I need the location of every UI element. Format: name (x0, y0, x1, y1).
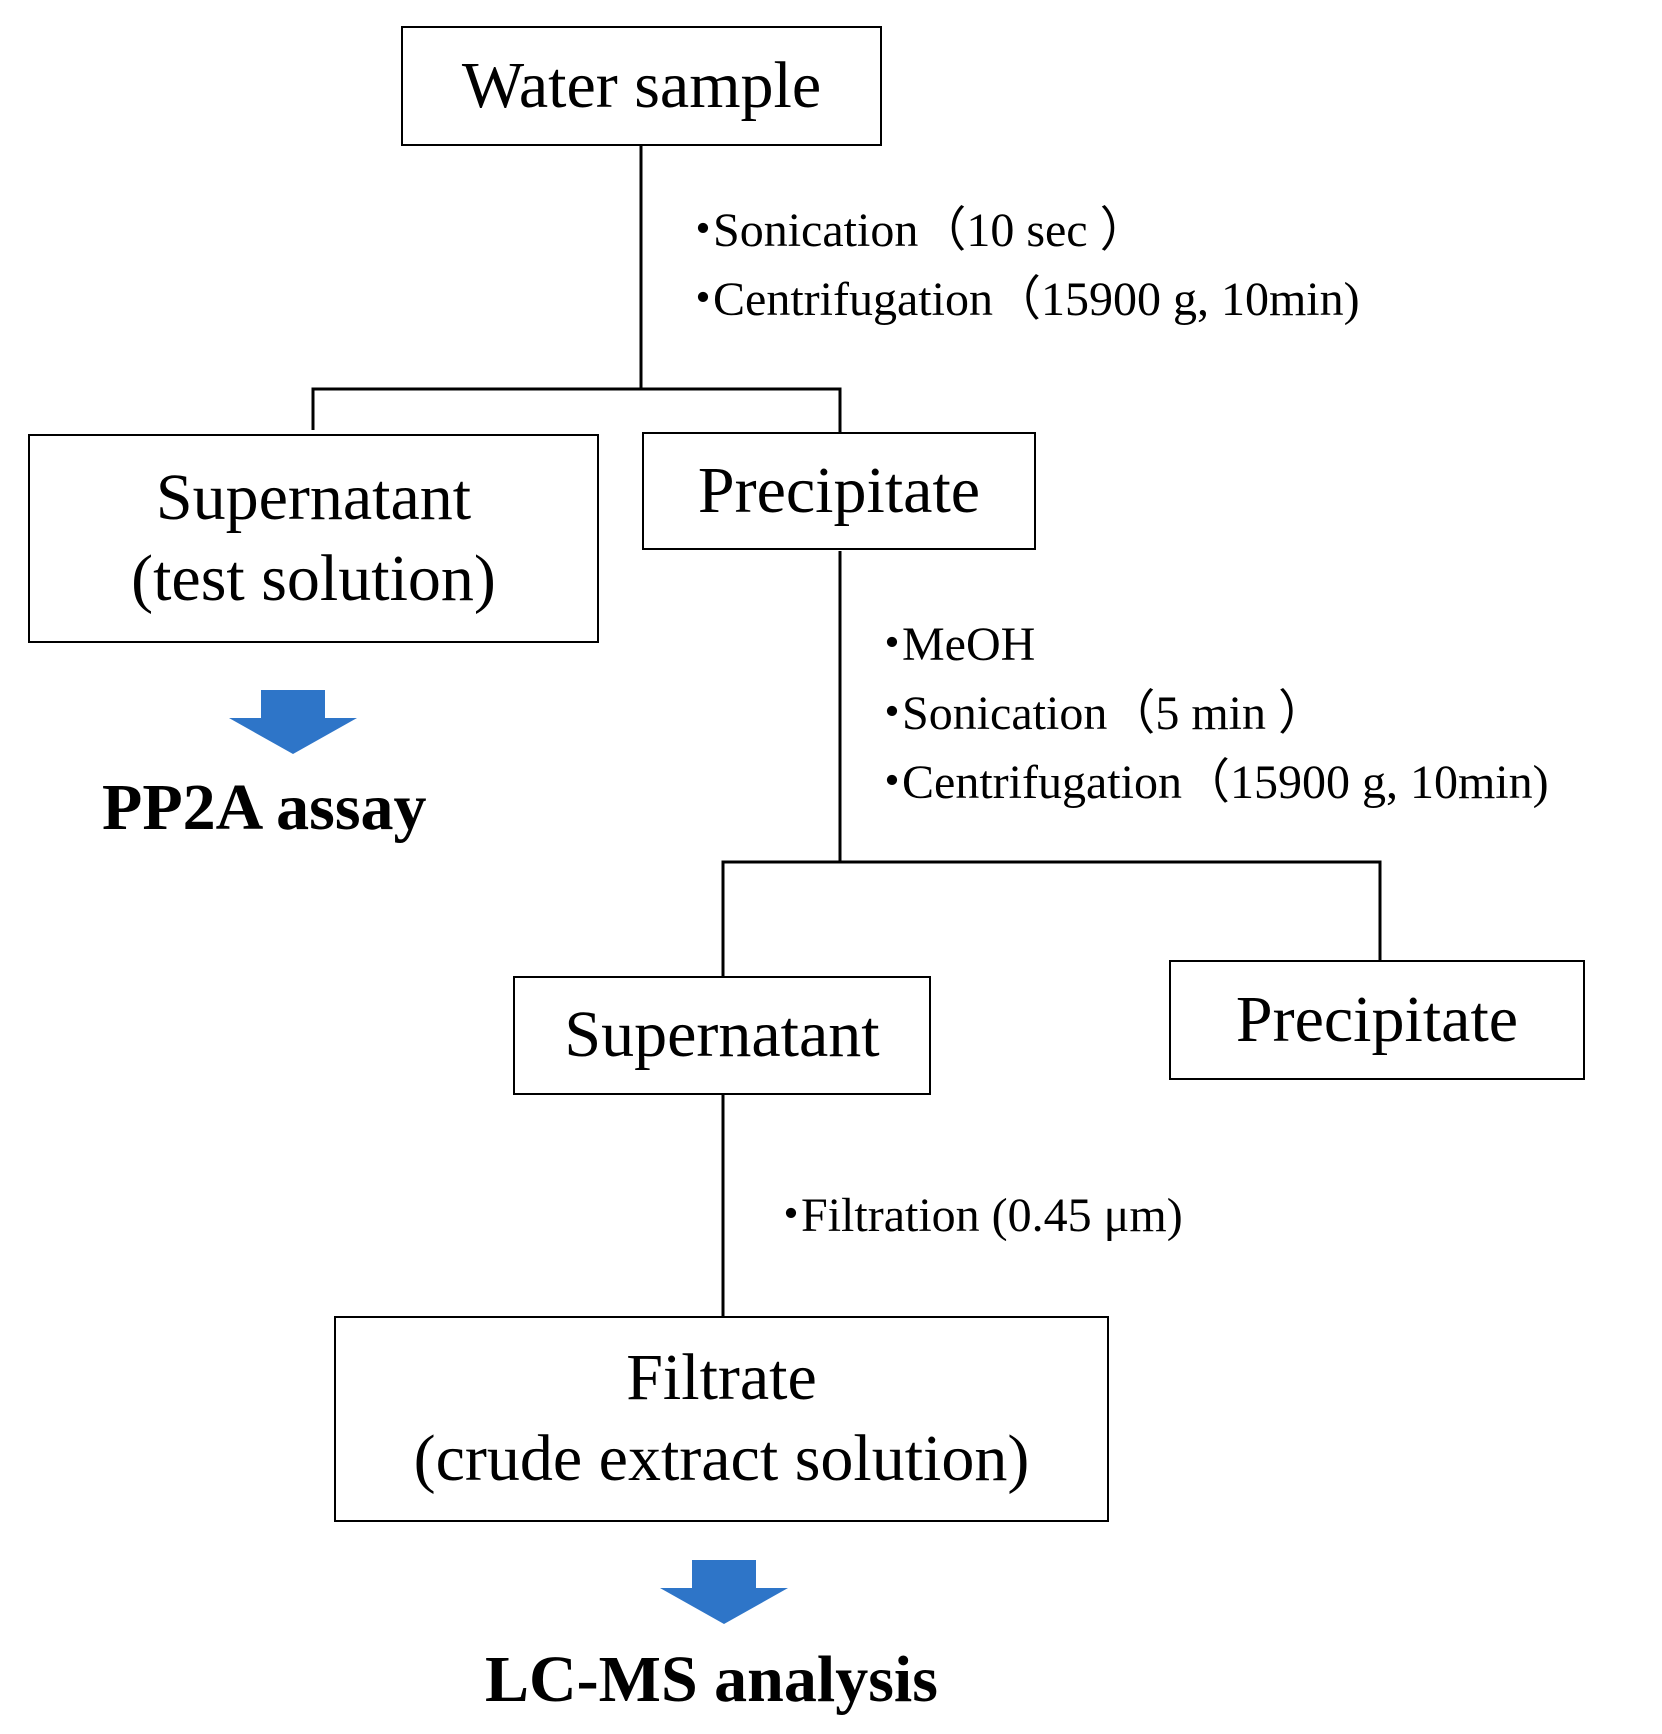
supernatant-label: Supernatant (155, 460, 472, 534)
filtrate-box: Filtrate (crude extract solution) (334, 1316, 1109, 1522)
supernatant-test-solution-box: Supernatant (test solution) (28, 434, 599, 643)
precipitate-label: Precipitate (1235, 982, 1519, 1056)
step-item: ・ Sonication（5 min ） (860, 679, 1549, 748)
crude-extract-label: (crude extract solution) (413, 1422, 1030, 1495)
down-arrow-icon (229, 690, 357, 754)
supernatant-label: Supernatant (564, 998, 880, 1072)
step-text: Filtration (0.45 μm) (801, 1189, 1183, 1242)
precipitate-label: Precipitate (697, 453, 981, 527)
bullet: ・ (767, 1189, 816, 1242)
step-list-2: ・ MeOH ・ Sonication（5 min ） ・ Centrifuga… (860, 610, 1549, 817)
pp2a-assay-label: PP2A assay (102, 771, 427, 844)
step-list-3: ・ Filtration (0.45 μm) (759, 1181, 1183, 1250)
water-sample-box: Water sample (401, 26, 882, 146)
step-text: Sonication（5 min ） (902, 687, 1326, 740)
supernatant-box-2: Supernatant (513, 976, 931, 1095)
step-text: Sonication（10 sec ） (713, 204, 1148, 257)
filtrate-label: Filtrate (626, 1341, 817, 1415)
precipitate-box-2: Precipitate (1169, 960, 1585, 1080)
bullet: ・ (868, 687, 917, 740)
step-list-1: ・ Sonication（10 sec ） ・ Centrifugation（1… (671, 196, 1360, 334)
step-text: Centrifugation（15900 g, 10min) (902, 756, 1549, 809)
bullet: ・ (679, 204, 728, 257)
step-item: ・ Sonication（10 sec ） (671, 196, 1360, 265)
water-sample-label: Water sample (461, 48, 822, 122)
lcms-analysis-label: LC-MS analysis (485, 1643, 938, 1716)
step-text: Centrifugation（15900 g, 10min) (713, 273, 1360, 326)
step-item: ・ Filtration (0.45 μm) (759, 1181, 1183, 1250)
down-arrow-icon (660, 1560, 788, 1624)
bullet: ・ (868, 756, 917, 809)
step-item: ・ MeOH (860, 610, 1549, 679)
connector-split-1 (311, 387, 842, 432)
bullet: ・ (868, 618, 917, 671)
precipitate-box-1: Precipitate (642, 432, 1036, 550)
connector-split-2 (721, 860, 1382, 976)
step-item: ・ Centrifugation（15900 g, 10min) (860, 748, 1549, 817)
step-item: ・ Centrifugation（15900 g, 10min) (671, 265, 1360, 334)
bullet: ・ (679, 273, 728, 326)
step-text: MeOH (902, 618, 1036, 671)
test-solution-label: (test solution) (131, 541, 496, 615)
